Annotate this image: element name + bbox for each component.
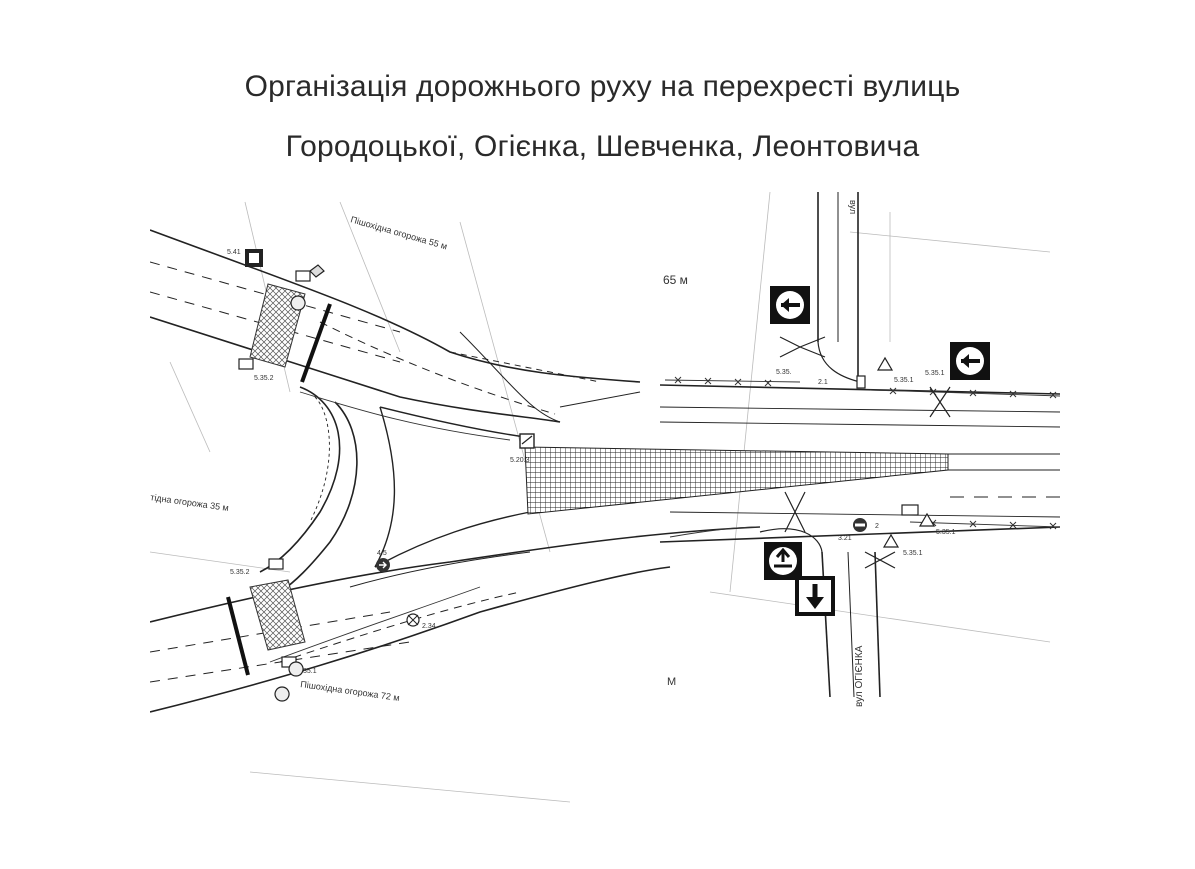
traffic-island xyxy=(374,406,531,568)
sign-label-35-1: 35.1 xyxy=(303,668,317,675)
pedestrian-fences xyxy=(269,379,1060,663)
sign-5-41 xyxy=(245,249,263,267)
crosswalk-top xyxy=(249,283,332,383)
sign-label-5-35-2a: 5.35.2 xyxy=(254,375,274,382)
sign-label-5-35-1b: 5.35.1 xyxy=(894,377,914,384)
sign-label-5-35-1c: 5.35.1 xyxy=(925,370,945,377)
traffic-lights xyxy=(238,264,951,702)
fence-bottom-label: Пішохідна огорожа 72 м xyxy=(300,679,400,703)
sign-label-5-35-a: 5.35. xyxy=(776,369,792,376)
sign-label-5-35-1e: 5.35.1 xyxy=(903,550,923,557)
sign-2-34 xyxy=(406,613,420,627)
sign-label-5-20-3: 5.20.3 xyxy=(510,457,530,464)
road-main-right xyxy=(659,384,1060,543)
sign-label-2: 2 xyxy=(875,523,879,530)
crosswalk-bottom xyxy=(226,579,306,676)
intersection-plan-drawing: Пішохідна огорожа 55 м тідна огорожа 35 … xyxy=(150,192,1060,803)
distance-65-label: 65 м xyxy=(663,273,688,287)
road-upper-left xyxy=(150,229,641,423)
sign-label-5-41: 5.41 xyxy=(227,249,241,256)
sign-label-5-35-2b: 5.35.2 xyxy=(230,569,250,576)
street-ogienka-label: вул ОГІЄНКА xyxy=(854,645,865,707)
sign-pedestrian-triangle xyxy=(876,356,936,548)
sign-label-4-5: 4.5 xyxy=(377,550,387,557)
sign-no-entry xyxy=(853,518,867,532)
title-line-1: Організація дорожнього руху на перехрест… xyxy=(244,70,961,103)
fence-top-label: Пішохідна огорожа 55 м xyxy=(349,214,448,251)
street-vertical-label: вул xyxy=(848,200,858,214)
title-line-2: Городоцької, Огієнка, Шевченка, Леонтови… xyxy=(285,129,920,163)
sign-label-3-21: 3.21 xyxy=(838,535,852,542)
hatched-median xyxy=(524,446,949,515)
sign-label-5-35-1d: 5.35.1 xyxy=(936,529,956,536)
fence-left-label: тідна огорожа 35 м xyxy=(150,492,229,513)
side-street-bottom xyxy=(759,528,881,698)
sign-left-turn-top xyxy=(770,286,810,324)
sign-roundabout-bottom xyxy=(764,542,802,580)
sign-4-5 xyxy=(376,558,390,572)
m-mark-label: М xyxy=(667,676,676,688)
curb-curve-left xyxy=(259,386,358,593)
page-title: Організація дорожнього руху на перехрест… xyxy=(0,68,1195,165)
background-lines xyxy=(150,192,1051,803)
sign-straight-down xyxy=(795,576,835,616)
intersection-plan: Пішохідна огорожа 55 м тідна огорожа 35 … xyxy=(150,192,1060,807)
sign-label-2-1: 2.1 xyxy=(818,379,828,386)
sign-left-turn-right xyxy=(950,342,990,380)
side-street-top xyxy=(817,192,861,383)
sign-5-20-3 xyxy=(519,433,535,449)
sign-label-2-34: 2.34 xyxy=(422,623,436,630)
